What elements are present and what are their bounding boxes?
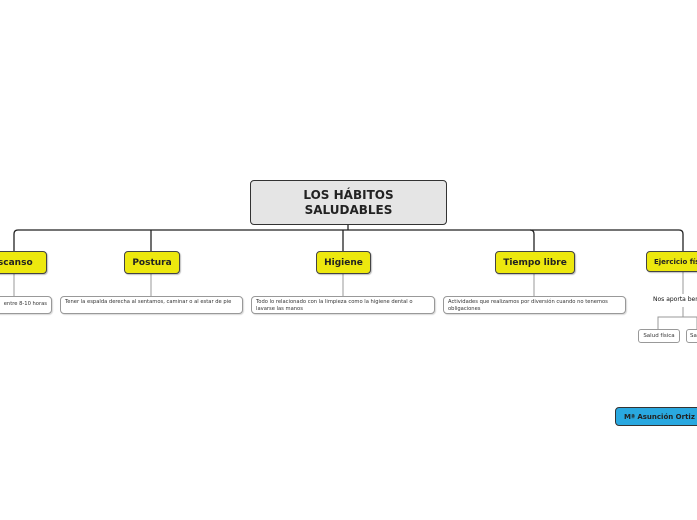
subitem-salud[interactable]: Sa	[686, 329, 697, 343]
note-text: Tener la espalda derecha al sentamos, ca…	[65, 299, 232, 305]
note-descanso[interactable]: entre 8-10 horas	[0, 296, 52, 314]
topic-label: Descanso	[0, 257, 33, 268]
central-topic-label: LOS HÁBITOS SALUDABLES	[303, 187, 394, 217]
topic-tiempo-libre[interactable]: Tiempo libre	[495, 251, 575, 274]
note-ejercicio[interactable]: Nos aporta bene	[652, 296, 697, 304]
author-label: Mª Asunción Ortiz	[624, 412, 695, 421]
central-topic[interactable]: LOS HÁBITOS SALUDABLES	[250, 180, 447, 225]
topic-higiene[interactable]: Higiene	[316, 251, 371, 274]
topic-label: Tiempo libre	[503, 257, 567, 268]
topic-label: Higiene	[324, 257, 363, 268]
subitem-label: Sa	[690, 333, 697, 339]
subitem-label: Salud física	[643, 333, 675, 339]
note-tiempo-libre[interactable]: Actividades que realizamos por diversión…	[443, 296, 626, 314]
topic-label: Postura	[132, 257, 172, 268]
subitem-salud-fisica[interactable]: Salud física	[638, 329, 680, 343]
branch-line	[13, 229, 684, 251]
note-higiene[interactable]: Todo lo relacionado con la limpieza como…	[251, 296, 435, 314]
author-box[interactable]: Mª Asunción Ortiz	[615, 407, 697, 426]
topic-descanso[interactable]: Descanso	[0, 251, 47, 274]
note-text: Todo lo relacionado con la limpieza como…	[256, 299, 413, 312]
note-postura[interactable]: Tener la espalda derecha al sentamos, ca…	[60, 296, 243, 314]
topic-label: Ejercicio físico	[654, 257, 697, 266]
note-text: entre 8-10 horas	[3, 301, 47, 307]
topic-postura[interactable]: Postura	[124, 251, 180, 274]
topic-ejercicio-fisico[interactable]: Ejercicio físico	[646, 251, 697, 272]
note-text: Actividades que realizamos por diversión…	[448, 299, 608, 312]
